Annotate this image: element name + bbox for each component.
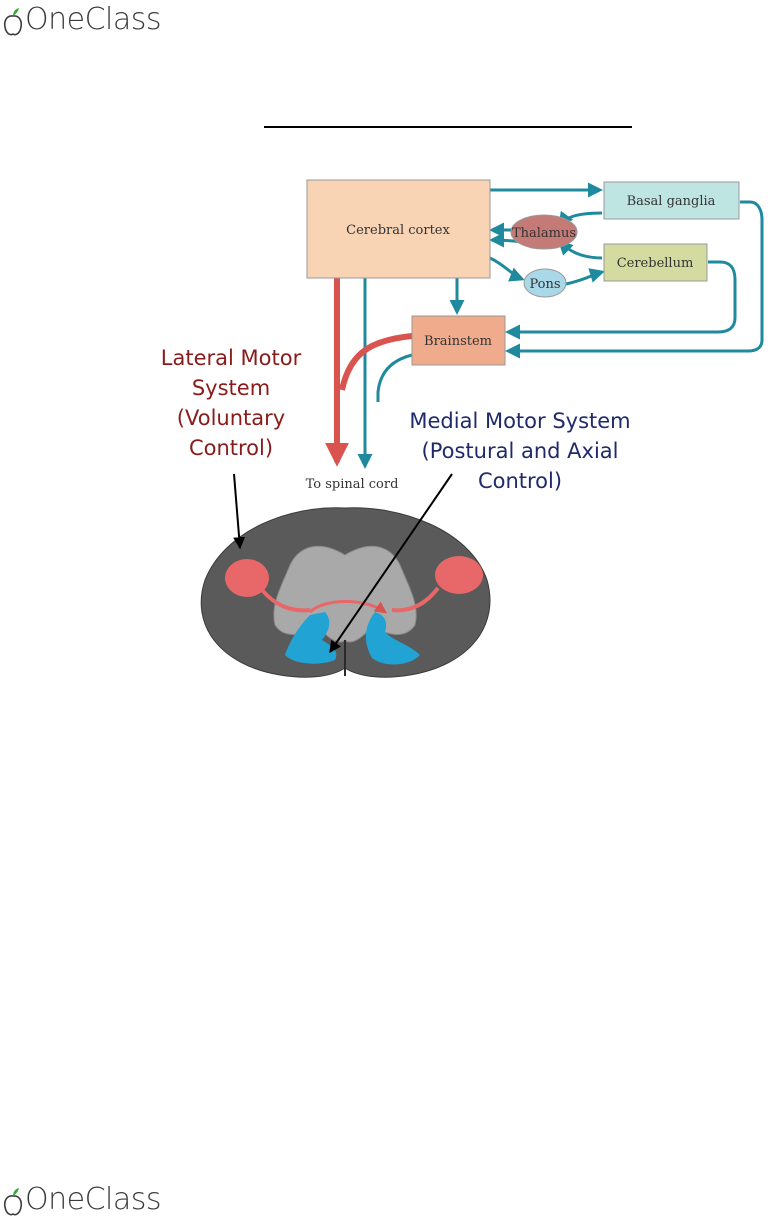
basal-ganglia-label: Basal ganglia	[627, 194, 716, 209]
medial-label-line-1: Medial Motor System	[409, 409, 630, 433]
spinal-cord-cross-section	[201, 508, 490, 677]
brainstem-box: Brainstem	[412, 316, 505, 365]
brainstem-label: Brainstem	[424, 334, 492, 349]
medial-motor-system-label: Medial Motor System (Postural and Axial …	[409, 409, 630, 493]
lateral-label-line-4: Control)	[189, 436, 273, 460]
thalamus-label: Thalamus	[512, 226, 576, 241]
pons-ellipse: Pons	[524, 269, 566, 297]
cerebral-cortex-label: Cerebral cortex	[346, 223, 450, 238]
oneclass-logo-footer: OneClass	[2, 1182, 161, 1217]
cerebellum-label: Cerebellum	[617, 256, 694, 271]
gray-matter-butterfly	[274, 546, 416, 642]
brainstem-to-spinal-arrow	[378, 355, 412, 402]
thalamus-ellipse: Thalamus	[511, 215, 577, 249]
lateral-pointer-arrow	[234, 474, 240, 548]
cerebellum-box: Cerebellum	[604, 244, 707, 281]
lateral-label-line-2: System	[192, 376, 270, 400]
cortex-to-pons-arrow	[490, 258, 522, 279]
pons-to-cerebellum-arrow	[566, 272, 602, 284]
cerebral-cortex-box: Cerebral cortex	[307, 180, 490, 278]
lateral-label-line-1: Lateral Motor	[161, 346, 302, 370]
lateral-tract-right	[435, 556, 483, 594]
lateral-label-line-3: (Voluntary	[177, 406, 285, 430]
lateral-motor-system-label: Lateral Motor System (Voluntary Control)	[161, 346, 302, 460]
medial-label-line-2: (Postural and Axial	[422, 439, 619, 463]
lateral-pathway	[337, 278, 412, 462]
to-spinal-cord-label: To spinal cord	[306, 477, 399, 492]
logo-text: OneClass	[25, 1182, 161, 1217]
apple-logo-icon	[2, 1187, 24, 1217]
medial-label-line-3: Control)	[478, 469, 562, 493]
pons-label: Pons	[529, 277, 560, 292]
basal-ganglia-box: Basal ganglia	[604, 182, 739, 219]
brainstem-to-spinal-red-curve	[342, 336, 412, 390]
